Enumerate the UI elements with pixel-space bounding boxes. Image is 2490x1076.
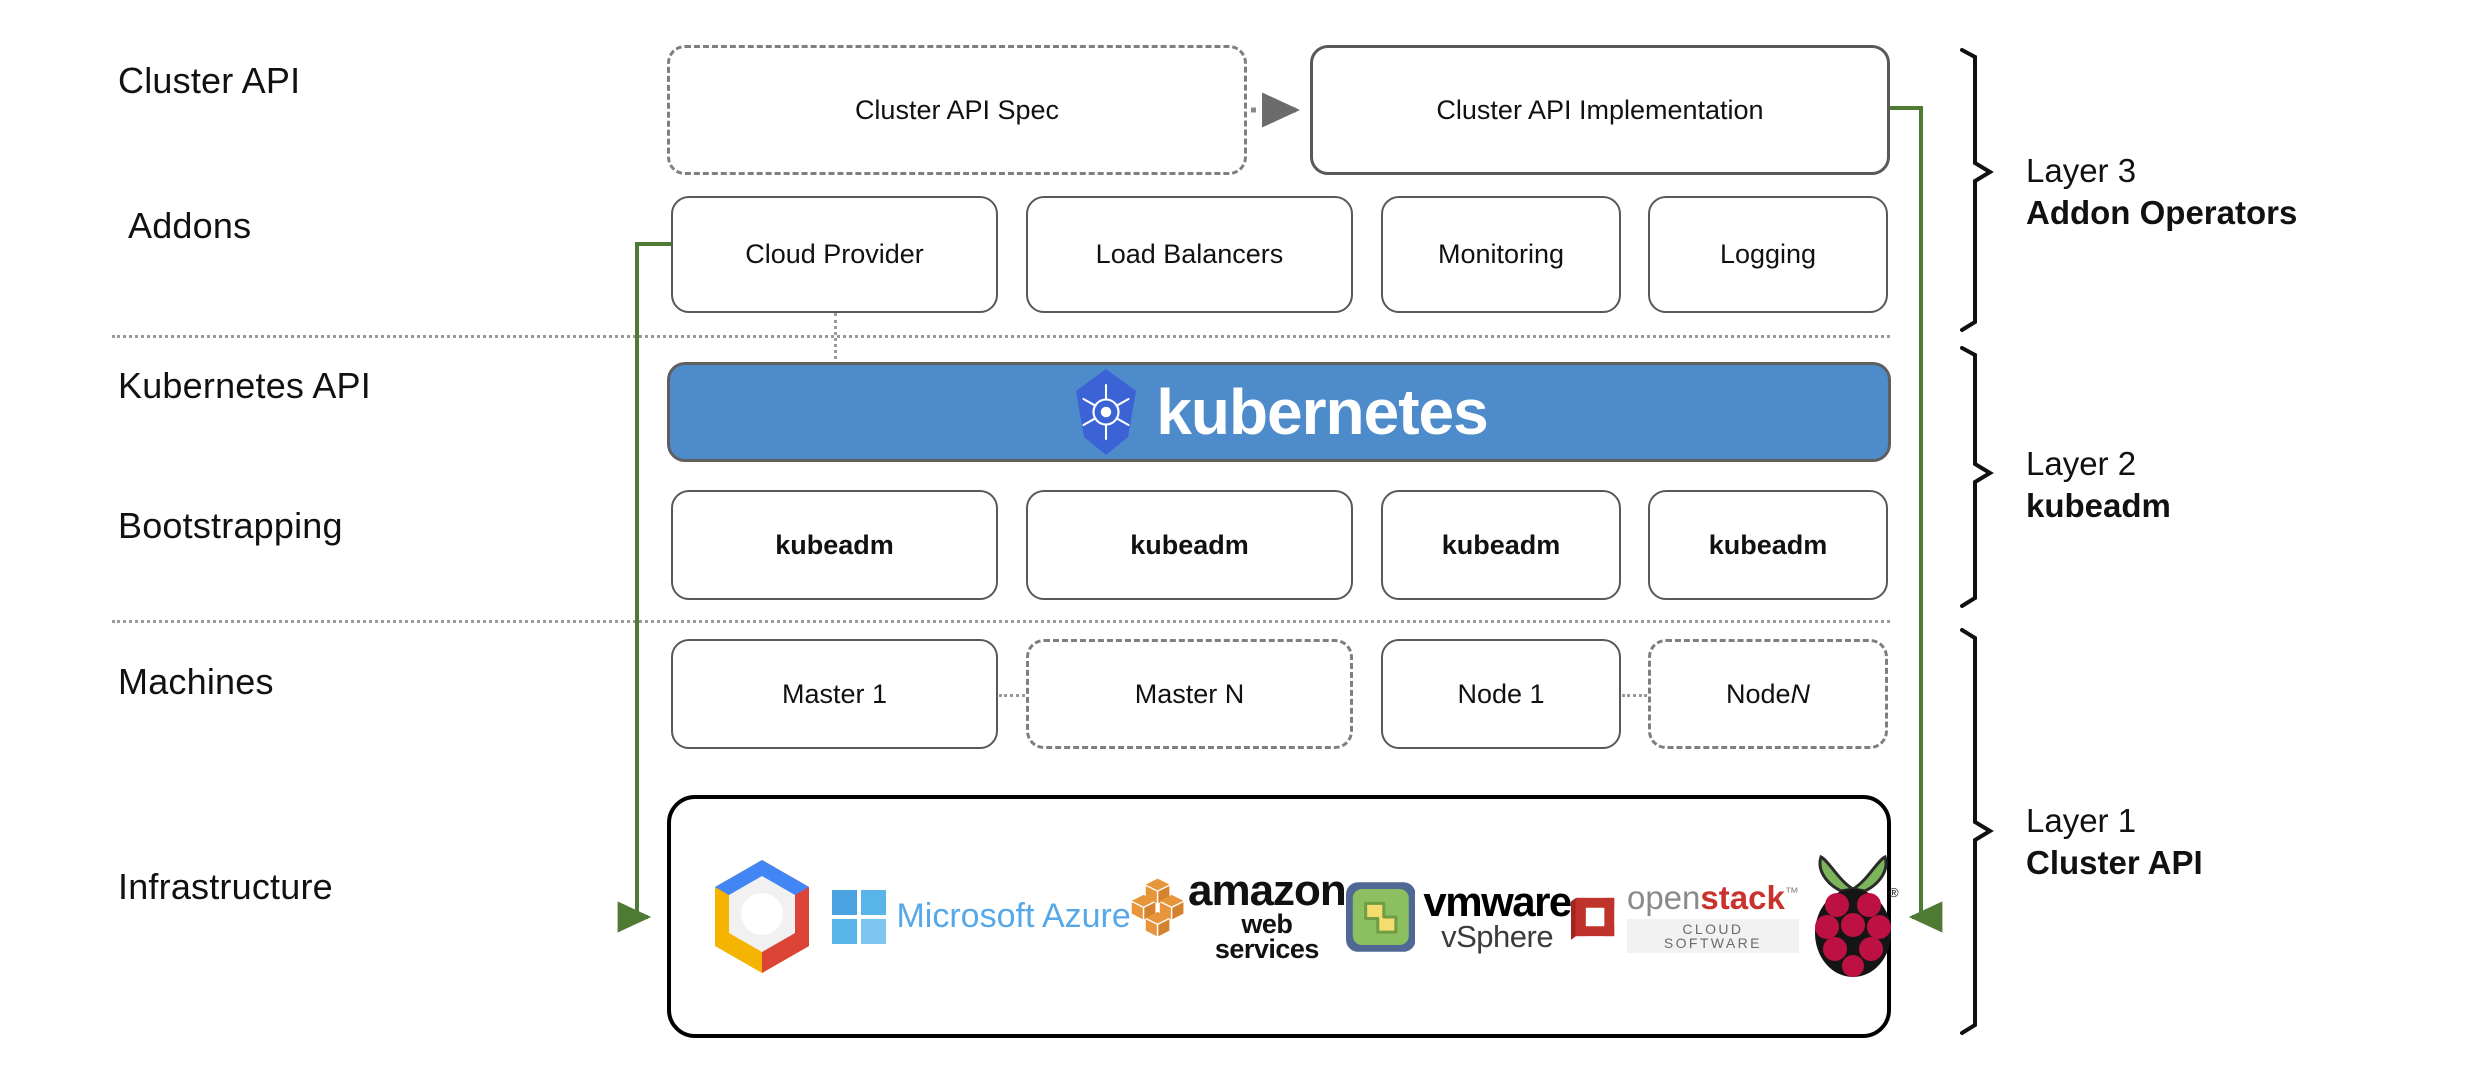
logo-google-cloud xyxy=(691,858,832,976)
vsphere-wordmark: vSphere xyxy=(1441,918,1554,954)
box-label: kubeadm xyxy=(1708,529,1828,560)
box-label: Master N xyxy=(1134,678,1245,709)
box-addon-logging[interactable]: Logging xyxy=(1648,196,1888,313)
aws-boxes-icon xyxy=(1131,878,1184,936)
layer-name: Cluster API xyxy=(2026,844,2203,882)
separator-layer2-layer1 xyxy=(112,620,1890,623)
bracket-layer-3 xyxy=(1960,48,1994,332)
google-cloud-hexagon-icon xyxy=(714,859,809,973)
box-label: Node xyxy=(1725,678,1791,709)
openstack-cloud-software-tagline: CLOUD SOFTWARE xyxy=(1626,918,1799,953)
vmware-vsphere-icon xyxy=(1345,881,1416,952)
layer-number: Layer 2 xyxy=(2026,445,2137,482)
connector-cloudprovider-to-kubernetes xyxy=(834,313,837,365)
layer-name: Addon Operators xyxy=(2026,194,2298,232)
box-label: Cluster API Spec xyxy=(854,94,1060,125)
amazon-wordmark: amazon xyxy=(1187,866,1347,916)
green-route-left xyxy=(617,242,671,933)
box-infrastructure[interactable]: Microsoft Azure xyxy=(667,795,1899,1038)
openstack-cube-icon xyxy=(1570,897,1615,940)
layer-number: Layer 3 xyxy=(2026,152,2137,189)
box-machine-node-1[interactable]: Node 1 xyxy=(1381,639,1621,749)
box-kubeadm-1[interactable]: kubeadm xyxy=(671,490,998,600)
vmware-wordmark: vmware xyxy=(1423,877,1572,925)
box-label: Cluster API Implementation xyxy=(1436,94,1764,125)
kubernetes-wordmark: kubernetes xyxy=(1156,376,1488,448)
bracket-layer-2 xyxy=(1960,346,1994,608)
box-kubeadm-4[interactable]: kubeadm xyxy=(1648,490,1888,600)
logo-vmware-vsphere: vmware vSphere xyxy=(1345,871,1572,963)
layer-label-1: Layer 1 Cluster API xyxy=(2026,800,2203,884)
box-addon-monitoring[interactable]: Monitoring xyxy=(1381,196,1621,313)
trademark-symbol: ™ xyxy=(1784,883,1799,900)
web-services-wordmark: web services xyxy=(1214,908,1320,964)
box-label: kubeadm xyxy=(1441,529,1561,560)
box-machine-node-n[interactable]: Node N xyxy=(1648,639,1888,749)
box-cluster-api-implementation[interactable]: Cluster API Implementation xyxy=(1310,45,1890,175)
layer-name: kubeadm xyxy=(2026,487,2171,525)
box-label-italic: N xyxy=(1790,678,1811,709)
microsoft-windows-icon xyxy=(832,889,887,944)
logo-microsoft-azure: Microsoft Azure xyxy=(832,889,1131,944)
box-label: Load Balancers xyxy=(1095,239,1284,269)
row-label-machines: Machines xyxy=(118,661,274,702)
layer-number: Layer 1 xyxy=(2026,802,2137,839)
box-label: Logging xyxy=(1719,239,1817,269)
kubernetes-helm-wheel-icon xyxy=(1076,369,1137,455)
row-label-bootstrapping: Bootstrapping xyxy=(118,505,343,546)
raspberry-pi-icon: ® xyxy=(1814,854,1899,977)
svg-text:®: ® xyxy=(1889,885,1899,900)
bracket-layer-1 xyxy=(1960,628,1994,1035)
openstack-open-wordmark: open xyxy=(1626,878,1701,916)
box-label: Master 1 xyxy=(781,678,888,709)
box-addon-load-balancers[interactable]: Load Balancers xyxy=(1026,196,1353,313)
box-label: Monitoring xyxy=(1437,239,1565,269)
row-label-addons: Addons xyxy=(128,205,252,246)
box-machine-master-1[interactable]: Master 1 xyxy=(671,639,998,749)
box-machine-master-n[interactable]: Master N xyxy=(1026,639,1353,749)
green-route-right xyxy=(1890,106,1943,933)
box-kubeadm-3[interactable]: kubeadm xyxy=(1381,490,1621,600)
layer-label-3: Layer 3 Addon Operators xyxy=(2026,150,2297,234)
logo-amazon-web-services: amazon web services xyxy=(1131,865,1347,969)
row-label-kubernetes-api: Kubernetes API xyxy=(118,365,371,406)
box-label: kubeadm xyxy=(775,529,894,560)
box-addon-cloud-provider[interactable]: Cloud Provider xyxy=(671,196,998,313)
microsoft-azure-wordmark: Microsoft Azure xyxy=(896,897,1131,935)
box-label: Cloud Provider xyxy=(745,239,924,269)
logo-raspberry-pi: ® xyxy=(1799,853,1907,981)
layer-label-2: Layer 2 kubeadm xyxy=(2026,443,2171,527)
separator-layer3-layer2 xyxy=(112,335,1890,338)
openstack-stack-wordmark: stack xyxy=(1700,878,1785,916)
row-label-cluster-api: Cluster API xyxy=(118,60,301,101)
box-label: Node 1 xyxy=(1457,678,1545,709)
logo-openstack: openstack™ CLOUD SOFTWARE xyxy=(1570,878,1799,956)
connector-node1-noden xyxy=(1622,694,1647,697)
connector-master1-mastern xyxy=(999,694,1025,697)
row-label-infrastructure: Infrastructure xyxy=(118,866,333,907)
box-kubeadm-2[interactable]: kubeadm xyxy=(1026,490,1353,600)
box-label: kubeadm xyxy=(1130,529,1249,560)
box-cluster-api-spec[interactable]: Cluster API Spec xyxy=(667,45,1247,175)
banner-kubernetes: kubernetes xyxy=(667,362,1891,462)
